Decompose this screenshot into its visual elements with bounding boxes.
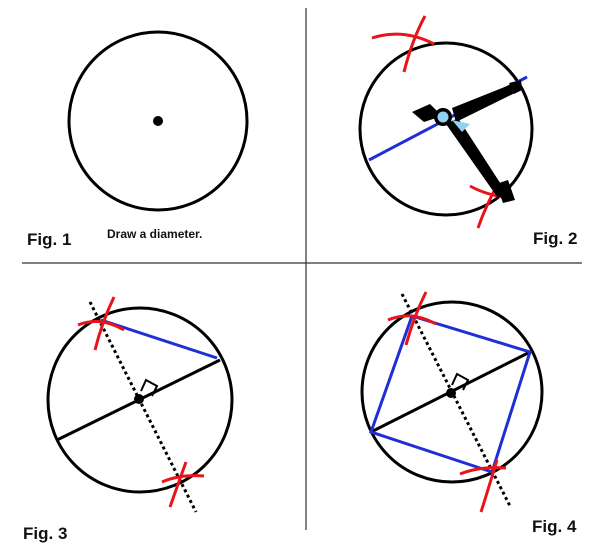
fig3-arc-mark-top	[77, 319, 125, 332]
fig3-circle	[46, 306, 234, 494]
fig4-label: Fig. 4	[532, 517, 577, 536]
fig2-label: Fig. 2	[533, 229, 578, 248]
right-angle-marker-icon	[140, 378, 159, 397]
fig4-circle	[360, 300, 544, 484]
fig2-arc-mark-top	[371, 32, 435, 46]
fig1-panel	[67, 30, 249, 212]
fig4-arc-mark-top-cross	[404, 291, 428, 346]
fig2-arc-mark-top-cross	[402, 15, 427, 73]
fig2-panel	[358, 15, 534, 229]
fig4-panel	[360, 291, 544, 513]
fig1-circle	[67, 30, 249, 212]
fig3-arc-mark-top-cross	[93, 296, 116, 351]
fig1-label: Fig. 1	[27, 230, 72, 249]
fig3-arc-mark-bottom-cross	[168, 461, 188, 508]
right-angle-marker-icon	[451, 372, 470, 391]
compass-icon	[412, 80, 522, 203]
fig3-label: Fig. 3	[23, 524, 68, 543]
fig3-center-point	[134, 394, 144, 404]
fig4-center-point	[446, 388, 456, 398]
fig1-caption: Draw a diameter.	[107, 227, 203, 241]
fig2-circle	[358, 41, 534, 217]
fig4-arc-mark-bottom-cross	[479, 459, 499, 513]
fig4-arc-mark-bottom	[459, 466, 507, 476]
fig3-panel	[46, 296, 234, 513]
fig1-center-point	[153, 116, 163, 126]
fig4-arc-mark-top	[387, 314, 437, 326]
